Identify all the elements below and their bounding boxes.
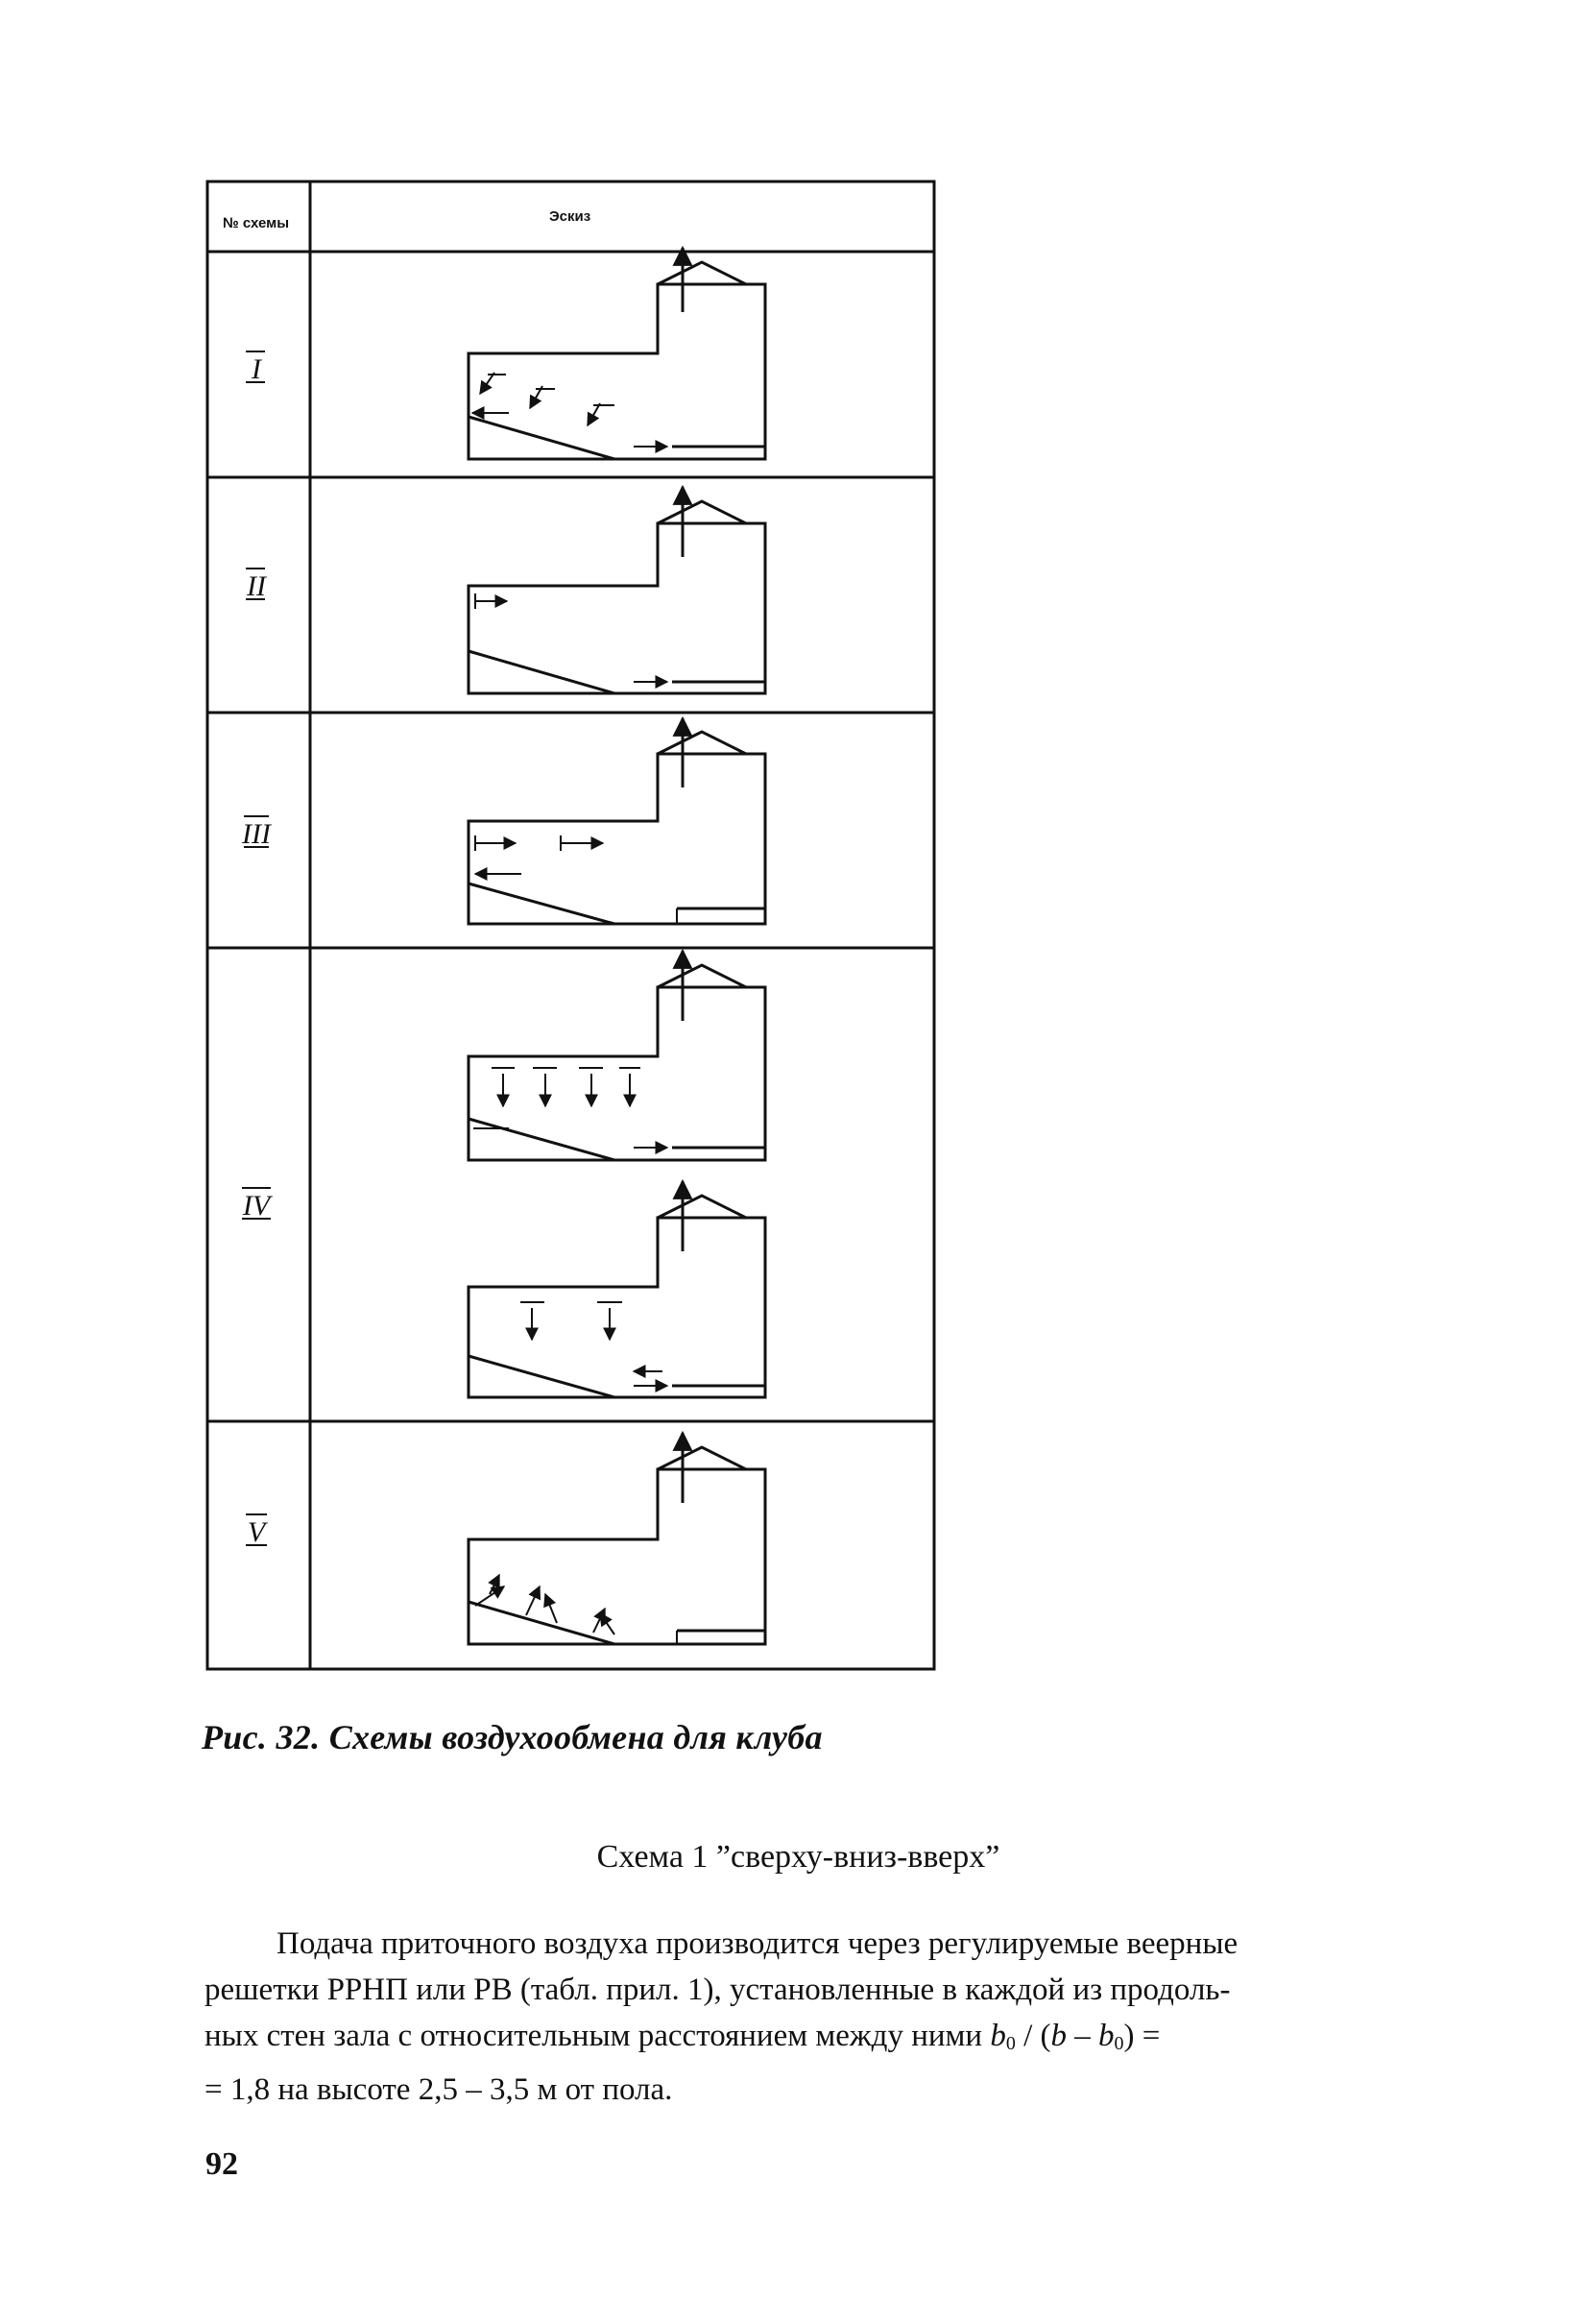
figure-caption: Рис. 32. Схемы воздухообмена для клуба: [202, 1718, 823, 1756]
header-scheme-number: № схемы: [223, 215, 289, 231]
schemes-table: № схемы Эскиз I II III IV V: [205, 180, 936, 1671]
formula-b: b: [1050, 2019, 1068, 2053]
formula-close: ) =: [1123, 2019, 1161, 2053]
sketch-scheme-5: [467, 1430, 767, 1646]
sketch-scheme-2: [467, 484, 767, 695]
sketch-scheme-3: [467, 715, 767, 926]
scheme-label-4: IV: [242, 1190, 274, 1222]
page-number: 92: [205, 2146, 238, 2182]
scheme-title-text: Схема 1 ”сверху-вниз-вверх”: [596, 1839, 1000, 1875]
scheme-title: Схема 1 ”сверху-вниз-вверх”: [0, 1839, 1587, 1876]
formula-sub0-2: 0: [1114, 2033, 1124, 2054]
formula-b0: b: [990, 2019, 1006, 2053]
formula-minus: –: [1067, 2019, 1099, 2053]
scheme-label-2: II: [246, 570, 268, 602]
paragraph-line-3: ных стен зала с относительным расстояние…: [204, 2013, 1392, 2067]
scheme-label-3: III: [241, 818, 273, 850]
paragraph-line-4: = 1,8 на высоте 2,5 – 3,5 м от пола.: [204, 2072, 673, 2107]
formula-b0-2: b: [1098, 2019, 1115, 2053]
paragraph-line-3-text: ных стен зала с относительным расстояние…: [204, 2019, 991, 2053]
body-paragraph: Подача приточного воздуха производится ч…: [204, 1921, 1392, 2113]
sketch-scheme-4b: [467, 1178, 767, 1399]
sketch-scheme-1: [467, 245, 767, 461]
table-grid: [205, 180, 936, 1671]
sketch-scheme-4a: [467, 948, 767, 1162]
header-sketch: Эскиз: [549, 208, 590, 225]
scheme-label-1: I: [251, 353, 263, 385]
paragraph-line-2: решетки РРНП или РВ (табл. прил. 1), уст…: [204, 1973, 1231, 2007]
scheme-label-5: V: [248, 1516, 269, 1548]
formula-slash: / (: [1015, 2019, 1051, 2053]
paragraph-line-1: Подача приточного воздуха производится ч…: [277, 1926, 1238, 1961]
formula-sub0: 0: [1005, 2033, 1016, 2054]
